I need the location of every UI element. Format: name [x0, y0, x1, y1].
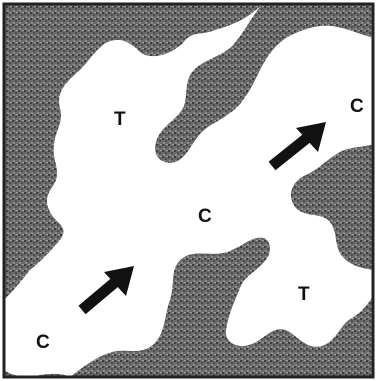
label-t-upper: T: [114, 109, 126, 130]
label-c-center: C: [198, 206, 212, 227]
label-c-lower-left: C: [36, 332, 50, 353]
label-t-lower: T: [298, 284, 310, 305]
label-c-upper-right: C: [350, 96, 364, 117]
